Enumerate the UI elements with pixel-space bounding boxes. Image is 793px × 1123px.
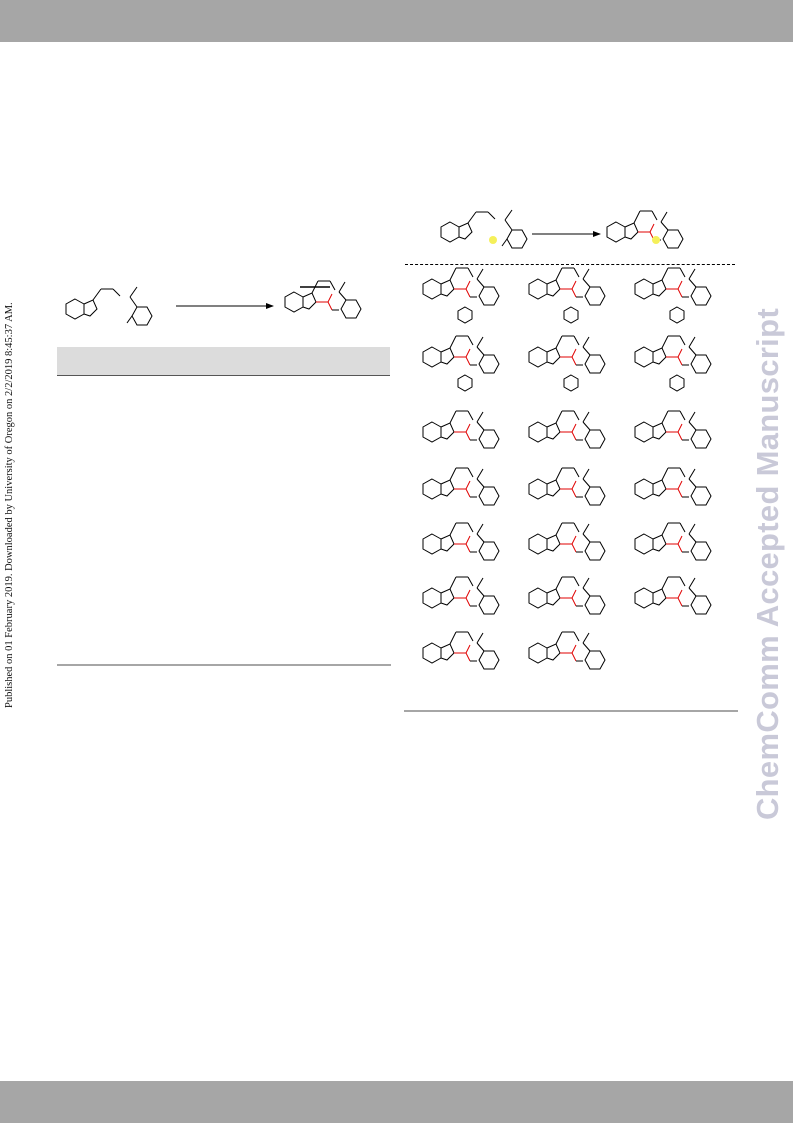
left-reaction <box>65 286 153 326</box>
page-header-band <box>0 0 793 42</box>
scheme-bottom-rule <box>404 710 738 712</box>
table-bottom-rule <box>57 664 391 666</box>
page-footer-band <box>0 1081 793 1123</box>
scheme-dashed-divider <box>405 264 735 265</box>
table-header-row <box>57 347 390 376</box>
